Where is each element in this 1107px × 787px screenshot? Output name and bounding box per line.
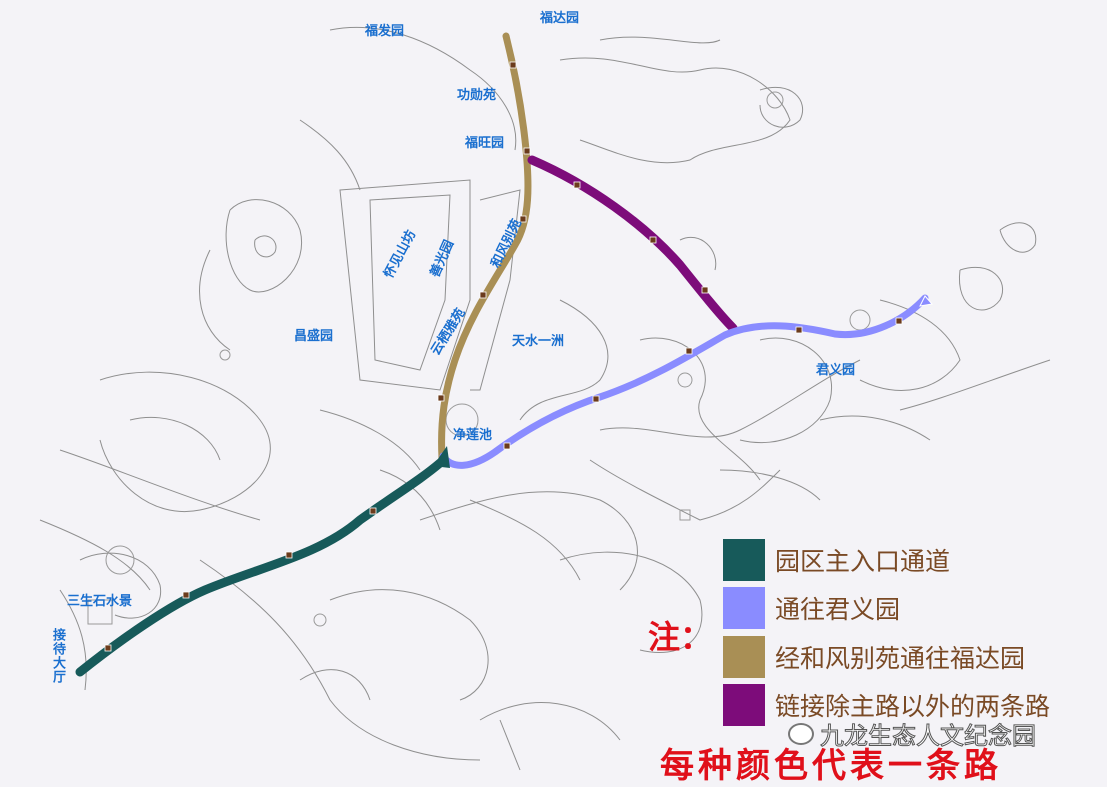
wechat-icon [788, 722, 814, 745]
legend-label: 经和风别苑通往福达园 [775, 644, 1026, 673]
legend-item-to-junyi: 通往君义园 [723, 586, 900, 630]
legend-label: 链接除主路以外的两条路 [775, 692, 1051, 721]
waypoint-icon [701, 286, 709, 294]
waypoint-icon [795, 326, 803, 334]
waypoint-icon [182, 591, 190, 599]
place-reception[interactable]: 接待大厅 [50, 628, 65, 684]
route-end-marker [919, 295, 933, 307]
footer-title: 每种颜色代表一条路 [660, 746, 1002, 786]
waypoint-icon [369, 507, 377, 515]
waypoint-icon [503, 442, 511, 450]
watermark-text: 九龙生态人文纪念园 [820, 722, 1037, 751]
waypoint-icon [592, 395, 600, 403]
small-structures [87, 91, 871, 627]
route-to-fuda[interactable] [438, 32, 532, 462]
place-sansheng[interactable]: 三生石水景 [67, 594, 133, 609]
watermark: 九龙生态人文纪念园 [788, 716, 1037, 751]
waypoint-icon [104, 644, 112, 652]
legend-swatch [723, 684, 765, 726]
place-fuda[interactable]: 福达园 [540, 11, 580, 26]
route-connector[interactable] [527, 155, 738, 333]
legend-item-connector: 链接除主路以外的两条路 [723, 683, 1050, 727]
waypoint-icon [523, 147, 531, 155]
legend-note: 注： [648, 618, 713, 656]
terrain-outlines [39, 26, 1051, 771]
legend-swatch [723, 636, 765, 678]
junction-marker [433, 446, 450, 468]
route-main-entrance[interactable] [75, 458, 445, 677]
place-junyi[interactable]: 君义园 [816, 363, 856, 378]
legend-swatch [723, 587, 765, 629]
place-jinglian[interactable]: 净莲池 [453, 428, 493, 443]
waypoint-icon [437, 394, 445, 402]
waypoint-icon [573, 181, 581, 189]
waypoint-icon [479, 291, 487, 299]
legend-label: 园区主入口通道 [775, 547, 951, 576]
waypoint-icon [519, 215, 527, 223]
place-fufa[interactable]: 福发园 [365, 24, 405, 39]
waypoint-icon [895, 317, 903, 325]
legend-label: 通往君义园 [775, 595, 901, 624]
place-tianshui[interactable]: 天水一洲 [512, 334, 565, 349]
waypoint-icon [509, 61, 517, 69]
waypoint-markers [104, 61, 903, 652]
legend-swatch [723, 539, 765, 581]
legend-item-to-fuda: 经和风别苑通往福达园 [723, 635, 1025, 679]
waypoint-icon [649, 236, 657, 244]
waypoint-icon [685, 347, 693, 355]
waypoint-icon [285, 551, 293, 559]
place-changsheng[interactable]: 昌盛园 [294, 329, 334, 344]
legend-item-main-entrance: 园区主入口通道 [723, 538, 950, 582]
place-gongxun[interactable]: 功勋苑 [457, 88, 497, 103]
route-to-junyi[interactable] [439, 294, 929, 469]
place-fuwang[interactable]: 福旺园 [465, 136, 505, 151]
